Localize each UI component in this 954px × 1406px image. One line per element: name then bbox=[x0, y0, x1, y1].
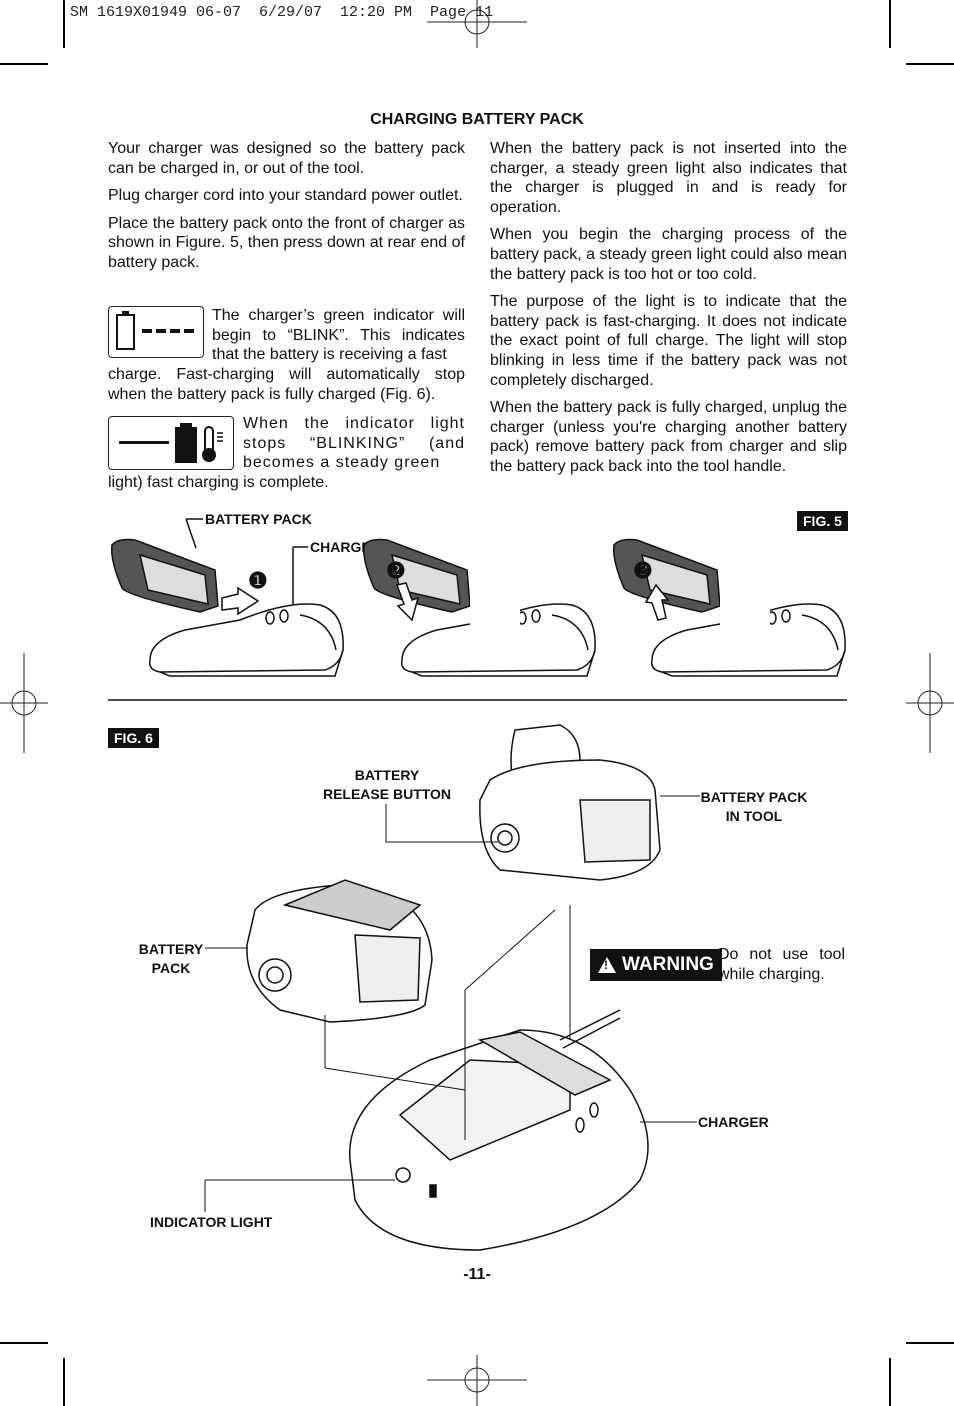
paragraph: When the indicator light stops “BLINKING… bbox=[243, 415, 465, 472]
crop-mark bbox=[889, 1358, 891, 1406]
step-1-marker: ❶ bbox=[248, 568, 268, 593]
paragraph: When the battery pack is fully charged, … bbox=[490, 399, 847, 475]
fig6-tag: FIG. 6 bbox=[108, 728, 159, 748]
right-column: When the battery pack is not inserted in… bbox=[490, 139, 847, 485]
fig6-indicator-label: INDICATOR LIGHT bbox=[150, 1214, 273, 1230]
crop-mark bbox=[889, 0, 891, 48]
crop-mark bbox=[63, 1358, 65, 1406]
warning-word: WARNING bbox=[622, 954, 714, 975]
warning-text: Do not use tool while charging. bbox=[718, 946, 845, 983]
crop-mark bbox=[63, 0, 65, 48]
paragraph: The purpose of the light is to indicate … bbox=[490, 293, 847, 389]
fig6-release-button-label: BATTERY RELEASE BUTTON bbox=[322, 767, 452, 802]
paragraph: The charger’s green indicator will begin… bbox=[212, 307, 465, 364]
fig6-charger-label: CHARGER bbox=[698, 1114, 769, 1130]
paragraph: light) fast charging is complete. bbox=[108, 474, 329, 491]
paragraph: Plug charger cord into your standard pow… bbox=[108, 187, 463, 205]
paragraph: When you begin the charging process of t… bbox=[490, 226, 847, 283]
steady-indicator-icon bbox=[108, 416, 234, 470]
fig6-battery-label: BATTERY PACK bbox=[138, 941, 204, 976]
section-title: CHARGING BATTERY PACK bbox=[370, 111, 584, 128]
fig5-tag: FIG. 5 bbox=[797, 511, 848, 531]
crop-mark bbox=[906, 1342, 954, 1344]
warning-badge: ! WARNING bbox=[590, 949, 722, 981]
crop-mark bbox=[0, 63, 48, 65]
blinking-indicator-icon bbox=[108, 306, 204, 358]
step-2-marker: ❷ bbox=[386, 558, 406, 583]
step-3-marker: ❸ bbox=[633, 558, 653, 583]
warning-triangle-icon: ! bbox=[598, 957, 616, 973]
paragraph: When the battery pack is not inserted in… bbox=[490, 140, 847, 216]
crop-mark bbox=[0, 1342, 48, 1344]
paragraph: charge. Fast-charging will automatically… bbox=[108, 366, 465, 403]
crop-mark bbox=[906, 63, 954, 65]
fig5-battery-label: BATTERY PACK bbox=[205, 511, 312, 527]
fig6-pack-in-tool-label: BATTERY PACK IN TOOL bbox=[700, 789, 808, 824]
left-column: Your charger was designed so the battery… bbox=[108, 139, 465, 281]
page-number: -11- bbox=[463, 1266, 491, 1283]
paragraph: Place the battery pack onto the front of… bbox=[108, 214, 465, 271]
paragraph: Your charger was designed so the battery… bbox=[108, 140, 465, 177]
print-slug: SM 1619X01949 06-07 6/29/07 12:20 PM Pag… bbox=[70, 4, 494, 21]
